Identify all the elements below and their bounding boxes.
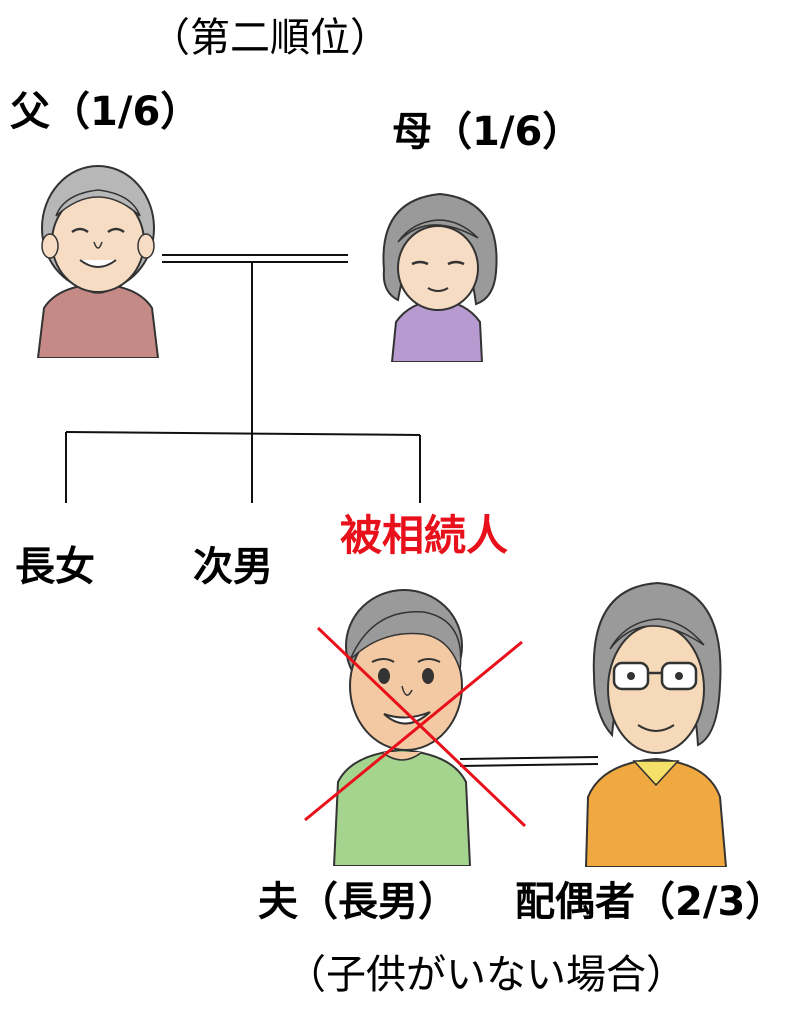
spouse-label: 配偶者（2/3）: [515, 879, 786, 925]
cross-line-2: [304, 640, 523, 822]
condition-label: （子供がいない場合）: [286, 952, 686, 998]
couple-marriage-line-bottom: [459, 763, 599, 767]
couple-marriage-line-top: [459, 756, 599, 760]
second-son-label: 次男: [193, 544, 273, 590]
husband-label: 夫（長男）: [258, 879, 458, 925]
order-label: （第二順位）: [150, 15, 390, 61]
mother-illustration: [382, 192, 498, 362]
eldest-daughter-label: 長女: [15, 544, 95, 590]
children-bar: [65, 431, 421, 436]
cross-line-1: [316, 626, 527, 828]
father-label: 父（1/6）: [10, 89, 201, 135]
deceased-label: 被相続人: [340, 511, 509, 560]
father-illustration: [36, 165, 160, 358]
husband-illustration: [332, 589, 472, 866]
mother-label: 母（1/6）: [392, 109, 583, 155]
spouse-illustration: [584, 581, 728, 867]
